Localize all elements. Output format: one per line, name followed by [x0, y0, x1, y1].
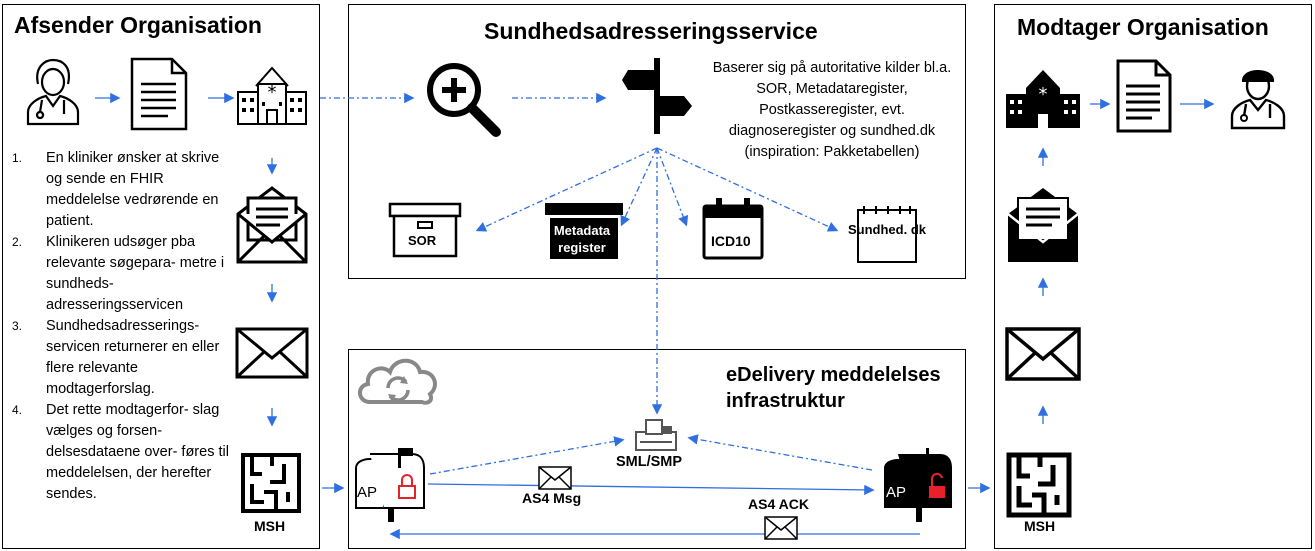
- as4-ack-label: AS4 ACK: [748, 496, 809, 512]
- hospital-icon: *: [237, 66, 307, 125]
- open-envelope-icon: [236, 186, 308, 264]
- msh-maze-receiver-icon: [1006, 452, 1072, 518]
- as4-msg-line: [427, 483, 875, 496]
- document-icon: [130, 57, 188, 131]
- as4-ack-envelope-icon: [764, 516, 798, 540]
- dashed-ap-r-to-sml: [687, 434, 873, 471]
- sundhed-page-icon: [857, 206, 917, 263]
- svg-text:*: *: [1039, 84, 1048, 105]
- icd10-label: ICD10: [711, 233, 751, 249]
- document-receiver-icon: [1116, 59, 1172, 133]
- search-icon: [427, 63, 501, 137]
- step-item: 3.Sundhedsadresserings- servicen returne…: [12, 318, 220, 397]
- as4-msg-label: AS4 Msg: [522, 490, 582, 506]
- signpost-icon: [622, 58, 692, 134]
- ap-mailbox-sender-icon: [355, 448, 425, 522]
- ap-label-sender: AP: [357, 484, 378, 501]
- as4-msg-envelope-icon: [538, 466, 572, 490]
- ap-mailbox-receiver-icon: [884, 448, 952, 522]
- sender-msh-label: MSH: [254, 518, 286, 534]
- msh-maze-icon: [241, 453, 301, 513]
- mail-receiver-icon: [1005, 327, 1081, 381]
- receiver-msh-label: MSH: [1024, 518, 1056, 534]
- sml-smp-label: SML/SMP: [616, 454, 683, 470]
- metadata-label: Metadata register: [553, 223, 611, 255]
- sundhed-label: Sundhed. dk: [848, 222, 926, 237]
- step-item: 4.Det rette modtagerfor- slag vælges og …: [12, 402, 229, 502]
- svg-text:*: *: [268, 82, 277, 103]
- dashed-ap-to-sml: [429, 436, 625, 475]
- edelivery-title: eDelivery meddelelses infrastruktur: [726, 364, 941, 412]
- receiver-title: Modtager Organisation: [1017, 14, 1269, 40]
- open-envelope-receiver-icon: [1007, 188, 1079, 262]
- step-item: 2.Klinikeren udsøger pba relevante søgep…: [12, 234, 225, 313]
- step-item: 1.En kliniker ønsker at skrive og sende …: [12, 150, 220, 229]
- service-title: Sundhedsadresseringsservice: [484, 18, 818, 44]
- doctor-icon: [26, 58, 80, 126]
- sor-label: SOR: [408, 233, 437, 248]
- mail-icon: [235, 327, 309, 379]
- dashed-to-icd10: [656, 147, 689, 227]
- sor-box-icon: [388, 202, 462, 258]
- sender-steps-list: 1.En kliniker ønsker at skrive og sende …: [12, 148, 230, 505]
- hospital-filled-icon: *: [1006, 70, 1080, 128]
- sml-server-icon: [635, 419, 677, 451]
- service-description: Baserer sig på autoritative kilder bl.a.…: [712, 60, 952, 160]
- dashed-to-sor: [475, 147, 658, 232]
- metadata-box-icon: [545, 203, 623, 259]
- dashed-to-sundhed: [656, 147, 839, 232]
- doctor-receiver-icon: [1230, 70, 1286, 130]
- dashed-to-metadata: [620, 147, 658, 227]
- cloud-sync-icon: [358, 358, 437, 405]
- ap-label-receiver: AP: [886, 484, 907, 501]
- calendar-icon: [702, 198, 764, 260]
- sender-title: Afsender Organisation: [14, 12, 262, 38]
